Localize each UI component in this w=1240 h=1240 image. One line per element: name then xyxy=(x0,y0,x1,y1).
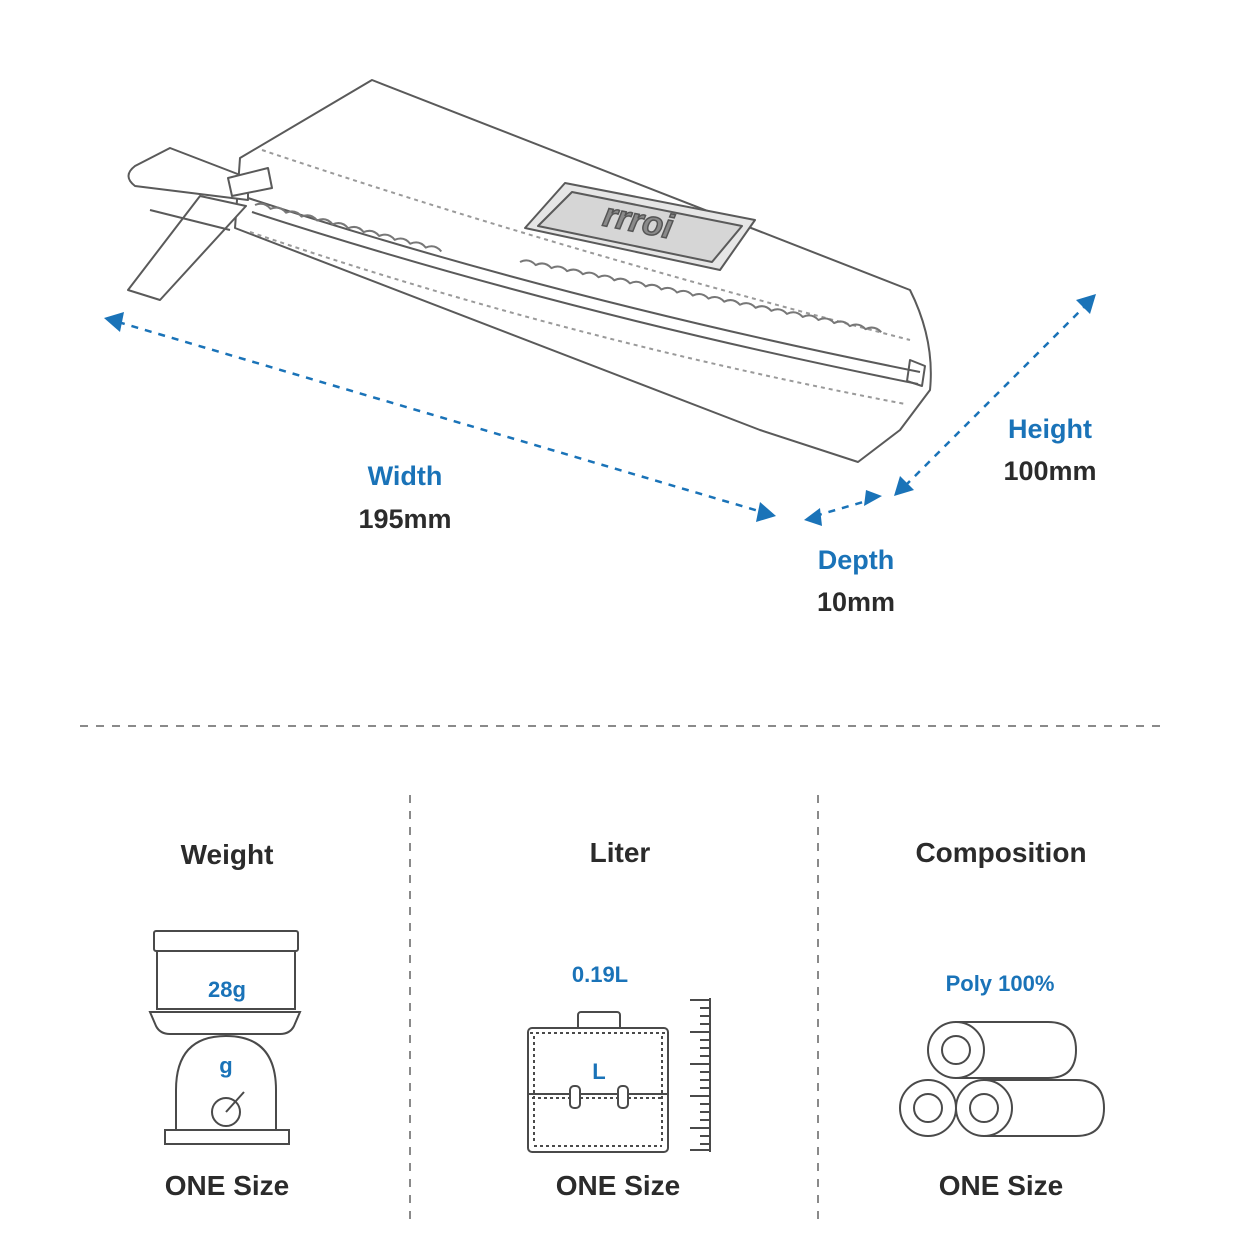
liter-unit-symbol: L xyxy=(592,1059,606,1084)
weight-size: ONE Size xyxy=(164,1170,290,1201)
height-arrowhead-start xyxy=(894,476,914,496)
arrowheads xyxy=(104,294,1096,526)
dimension-arrows xyxy=(117,305,1086,518)
pouch-icon xyxy=(127,79,932,463)
composition-size: ONE Size xyxy=(938,1170,1064,1201)
height-arrowhead-end xyxy=(1076,294,1096,314)
liter-title: Liter xyxy=(589,837,651,868)
fabric-rolls-icon xyxy=(899,1021,1106,1137)
weight-title: Weight xyxy=(180,839,274,870)
scale-icon xyxy=(148,930,302,1145)
height-value: 100mm xyxy=(1003,456,1097,486)
height-label: Height xyxy=(1008,414,1092,444)
width-arrowhead-end xyxy=(756,502,776,522)
depth-arrowhead-start xyxy=(804,508,822,526)
composition-value: Poly 100% xyxy=(945,971,1055,996)
briefcase-ruler-icon xyxy=(527,998,711,1153)
liter-size: ONE Size xyxy=(555,1170,681,1201)
depth-label: Depth xyxy=(817,545,895,575)
weight-unit-symbol: g xyxy=(219,1053,233,1078)
depth-arrowhead-end xyxy=(864,490,882,506)
composition-title: Composition xyxy=(915,837,1087,868)
liter-value: 0.19L xyxy=(571,962,629,987)
width-value: 195mm xyxy=(358,504,452,534)
depth-arrow xyxy=(814,498,871,518)
weight-value: 28g xyxy=(208,977,246,1002)
width-arrowhead-start xyxy=(104,312,124,332)
depth-value: 10mm xyxy=(816,587,896,617)
width-label: Width xyxy=(367,461,443,491)
height-arrow xyxy=(904,305,1086,487)
